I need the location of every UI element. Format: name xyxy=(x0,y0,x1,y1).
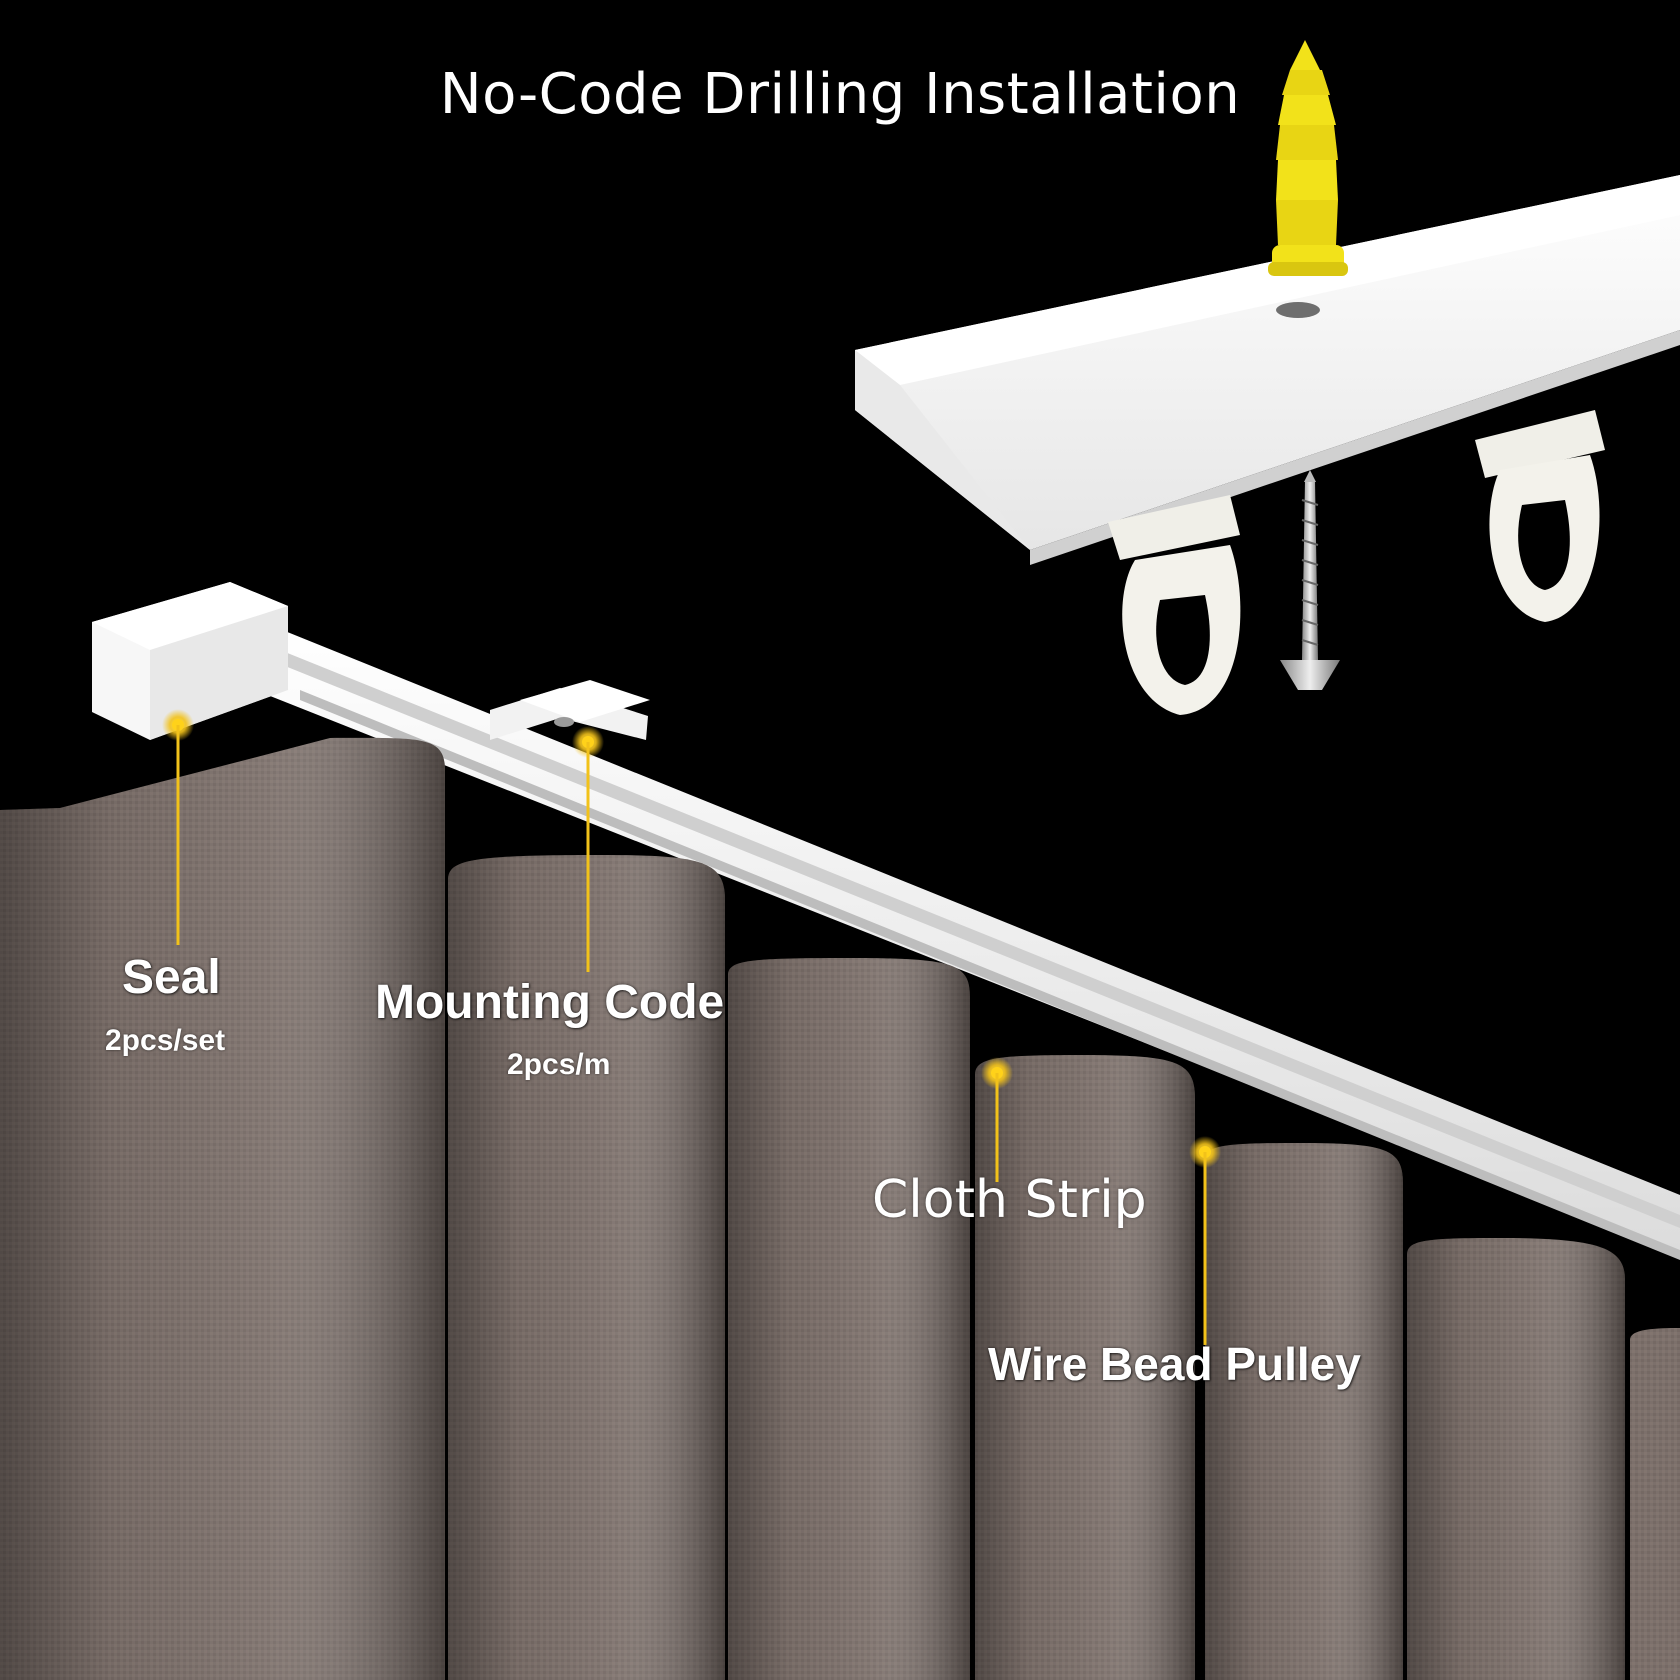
callout-mounting-code xyxy=(572,726,604,972)
mounting-code-bracket xyxy=(490,680,650,740)
callout-wire-bead-pulley xyxy=(1189,1136,1221,1345)
hook-runner-left xyxy=(1108,495,1241,715)
label-mounting-code-qty: 2pcs/m xyxy=(507,1048,611,1081)
hook-runner-right xyxy=(1475,410,1605,622)
lower-rail xyxy=(255,625,1680,1260)
label-cloth-strip: Cloth Strip xyxy=(872,1170,1147,1230)
label-mounting-code: Mounting Code xyxy=(375,976,725,1029)
curtain xyxy=(0,737,1680,1680)
seal-end-cap xyxy=(92,582,288,740)
label-wire-bead-pulley: Wire Bead Pulley xyxy=(988,1338,1361,1390)
wall-anchor xyxy=(1268,40,1348,276)
screw xyxy=(1280,470,1340,690)
callout-cloth-strip xyxy=(981,1057,1013,1182)
label-seal: Seal xyxy=(122,951,221,1004)
callout-seal xyxy=(162,709,194,945)
label-seal-qty: 2pcs/set xyxy=(105,1024,226,1057)
page-title: No-Code Drilling Installation xyxy=(439,62,1241,127)
